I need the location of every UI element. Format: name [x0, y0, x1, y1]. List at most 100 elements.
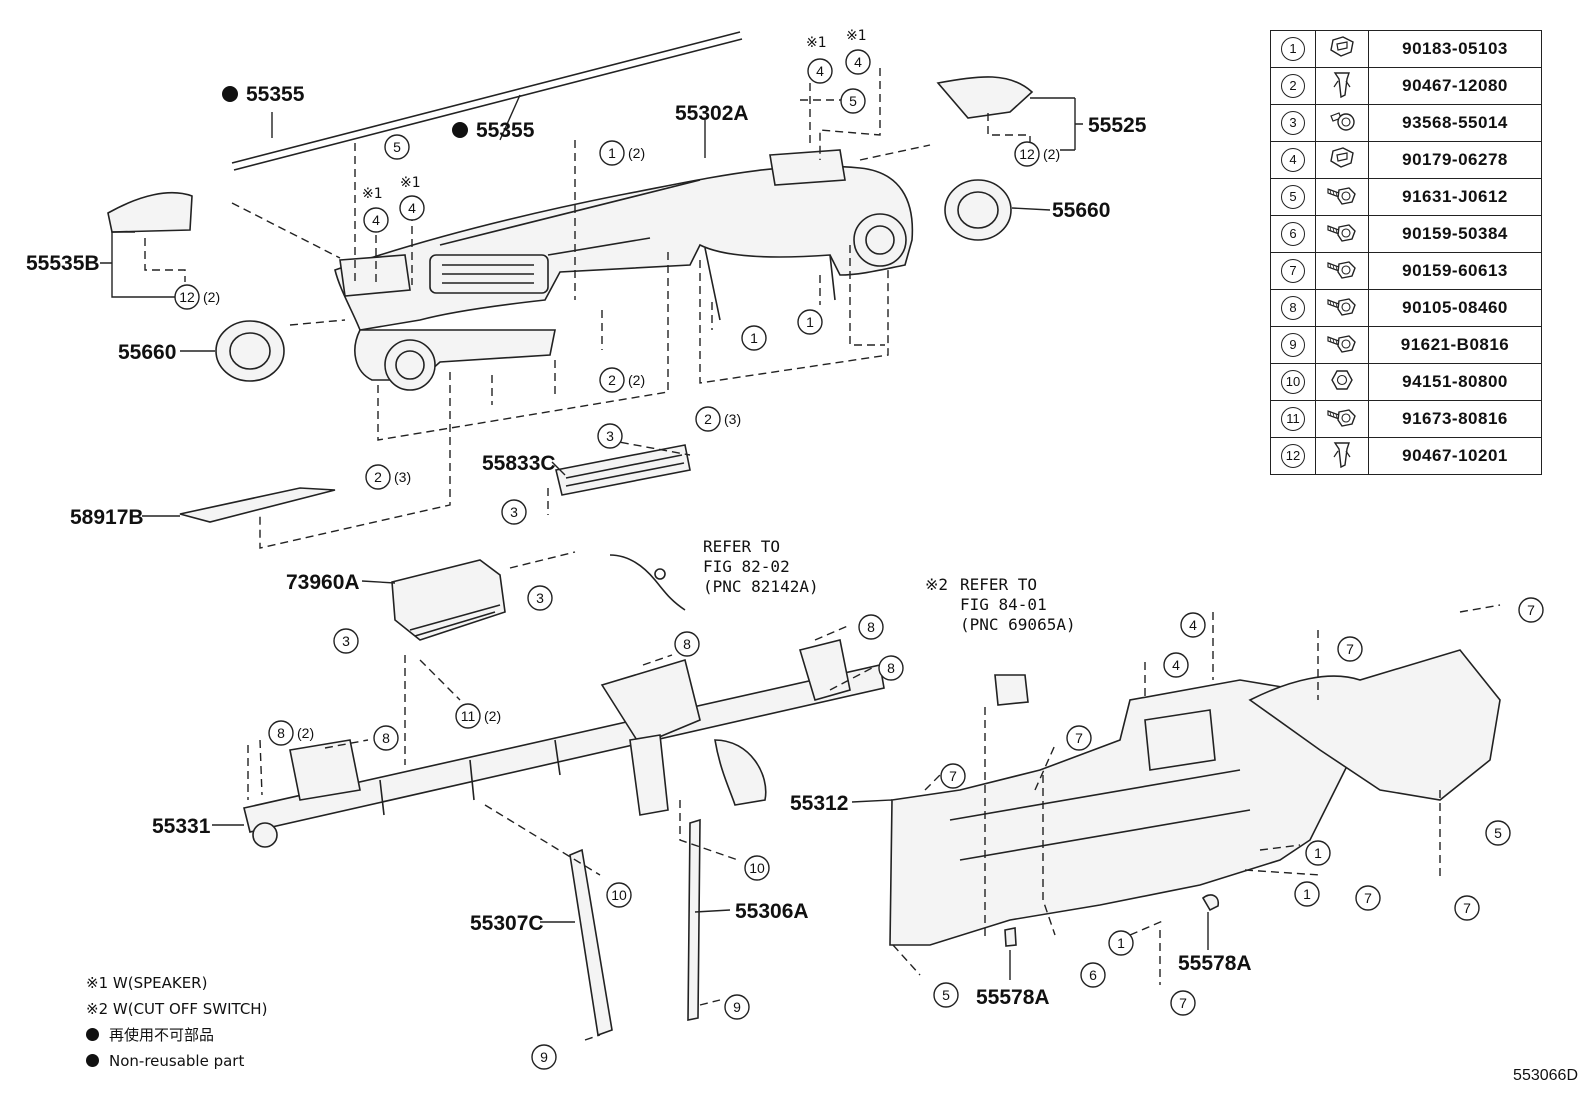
legend-non-reusable-jp: 再使用不可部品: [86, 1022, 267, 1048]
refer-note-69065A: ※2 REFER TO FIG 84-01 (PNC 69065A): [925, 575, 1076, 634]
svg-text:4: 4: [816, 63, 824, 79]
callout-5: 5: [1485, 820, 1511, 846]
svg-text:10: 10: [749, 860, 765, 876]
fastener-part-number: 90105-08460: [1368, 289, 1542, 327]
fastener-part-number: 90183-05103: [1368, 30, 1542, 68]
svg-text:8: 8: [867, 619, 875, 635]
svg-text:7: 7: [1463, 900, 1471, 916]
non-reusable-dot: [452, 122, 468, 138]
qty-2: (2): [484, 708, 501, 724]
qty-2: (2): [628, 372, 645, 388]
callout-6: 6: [1080, 962, 1106, 988]
svg-text:1: 1: [806, 314, 814, 330]
svg-text:4: 4: [372, 212, 380, 228]
fastener-part-number: 91621-B0816: [1368, 326, 1542, 364]
refer-note-82142A: REFER TO FIG 82-02 (PNC 82142A): [703, 537, 819, 596]
svg-text:6: 6: [1089, 967, 1097, 983]
callout-5: 5: [840, 88, 866, 114]
callout-7: 7: [1337, 636, 1363, 662]
callout-1: 1: [797, 309, 823, 335]
svg-text:8: 8: [382, 730, 390, 746]
svg-text:5: 5: [393, 139, 401, 155]
svg-text:12: 12: [1019, 146, 1035, 162]
svg-text:3: 3: [510, 504, 518, 520]
svg-text:7: 7: [1364, 890, 1372, 906]
callout-7: 7: [1454, 895, 1480, 921]
fastener-part-number: 90159-50384: [1368, 215, 1542, 253]
dashed-reference-lines: [144, 68, 1501, 1041]
svg-text:1: 1: [750, 330, 758, 346]
svg-text:1: 1: [1117, 935, 1125, 951]
callout-8: 8: [674, 631, 700, 657]
fastener-number: 6: [1270, 215, 1316, 253]
svg-text:FIG 84-01: FIG 84-01: [960, 595, 1047, 614]
callout-1: 1: [599, 140, 625, 166]
svg-text:8: 8: [683, 636, 691, 652]
fastener-part-number: 91631-J0612: [1368, 178, 1542, 216]
svg-text:2: 2: [704, 411, 712, 427]
callout-4: 4: [1180, 612, 1206, 638]
svg-text:1: 1: [1303, 886, 1311, 902]
fastener-row: 6 90159-50384: [1270, 215, 1542, 253]
svg-text:5: 5: [942, 987, 950, 1003]
screw-washer-icon: [1327, 108, 1357, 139]
fastener-number: 2: [1270, 67, 1316, 105]
bolt-icon: [1325, 404, 1359, 435]
pnc-55306A: 55306A: [735, 900, 809, 923]
callout-9: 9: [724, 994, 750, 1020]
svg-text:※1: ※1: [362, 186, 383, 202]
qty-2: (2): [297, 725, 314, 741]
fastener-part-number: 94151-80800: [1368, 363, 1542, 401]
center-vent-register: [555, 444, 691, 496]
svg-text:4: 4: [1172, 657, 1180, 673]
bolt-icon: [1325, 293, 1359, 324]
instrument-panel-upper: [334, 149, 914, 391]
callout-11: 11: [455, 703, 481, 729]
callout-8: 8: [268, 720, 294, 746]
svg-text:7: 7: [1527, 602, 1535, 618]
callout-9: 9: [531, 1044, 557, 1070]
instrument-panel-lower: [889, 649, 1501, 947]
non-reusable-dot-icon: [86, 1054, 99, 1067]
pnc-labels: 55355 55355 55302A 55525 55660 55535B 55…: [26, 83, 1252, 1009]
legend-note-cutoff: ※2 W(CUT OFF SWITCH): [86, 1000, 268, 1018]
fastener-part-number: 91673-80816: [1368, 400, 1542, 438]
center-braces: [569, 818, 701, 1037]
svg-text:※1: ※1: [806, 35, 827, 51]
push-clip-icon: [1330, 439, 1354, 474]
fastener-part-number: 90467-10201: [1368, 437, 1542, 475]
svg-text:1: 1: [1314, 845, 1322, 861]
fastener-part-number: 93568-55014: [1368, 104, 1542, 142]
fastener-number: 10: [1270, 363, 1316, 401]
svg-text:(PNC 82142A): (PNC 82142A): [703, 577, 819, 596]
pnc-58917B: 58917B: [70, 506, 144, 529]
svg-text:※1: ※1: [846, 28, 867, 44]
fastener-callouts: 5 4 4 12 (2) 1 (2) 4 4 5 12 (2) 2 (2) 1 …: [174, 49, 1544, 1070]
pnc-55302A: 55302A: [675, 102, 749, 125]
svg-text:9: 9: [733, 999, 741, 1015]
svg-text:3: 3: [606, 428, 614, 444]
callout-4: 4: [399, 195, 425, 221]
svg-text:8: 8: [277, 725, 285, 741]
pnc-55312: 55312: [790, 792, 848, 815]
callout-8: 8: [878, 655, 904, 681]
callout-5: 5: [384, 134, 410, 160]
callout-7: 7: [1355, 885, 1381, 911]
callout-3: 3: [333, 628, 359, 654]
fastener-number: 4: [1270, 141, 1316, 179]
svg-text:1: 1: [608, 145, 616, 161]
passenger-airbag-module: [391, 554, 686, 641]
qty-2: (2): [203, 289, 220, 305]
callout-2: 2: [365, 464, 391, 490]
svg-text:REFER TO: REFER TO: [703, 537, 780, 556]
pnc-55660: 55660: [118, 341, 176, 364]
legend-non-reusable-en: Non-reusable part: [86, 1048, 267, 1074]
bolt-icon: [1325, 182, 1359, 213]
pnc-55331: 55331: [152, 815, 211, 838]
